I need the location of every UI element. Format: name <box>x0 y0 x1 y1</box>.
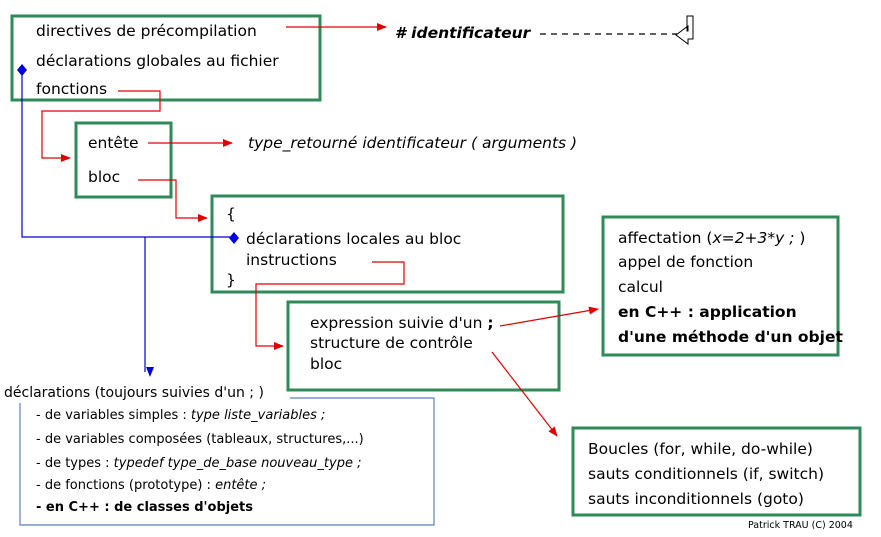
decl-types: - de types : typedef type_de_base nouvea… <box>36 454 361 474</box>
locals-label: déclarations locales au bloc <box>246 230 462 248</box>
decl-functions: - de fonctions (prototype) : entête ; <box>36 476 266 496</box>
open-brace: { <box>226 205 236 223</box>
assignment-close: ) <box>799 229 806 247</box>
decl-types-syntax: typedef type_de_base nouveau_type ; <box>113 456 362 471</box>
header-label: entête <box>88 134 139 152</box>
signature-label: type_retourné identificateur ( arguments… <box>248 134 578 152</box>
declarations-title: déclarations (toujours suivies d'un ; ) <box>4 385 264 401</box>
close-brace: } <box>226 271 236 289</box>
block-label: bloc <box>88 168 121 186</box>
instructions-label: instructions <box>246 251 337 269</box>
decl-simple-syntax: type liste_variables ; <box>190 408 326 423</box>
arrow-control-to-control-box <box>491 351 558 437</box>
instruction-block-label: bloc <box>310 355 343 373</box>
semicolon-mark: ; <box>487 314 494 332</box>
cpp-method-line1: en C++ : application <box>618 303 797 321</box>
cond-label: sauts conditionnels (if, switch) <box>588 465 825 483</box>
calc-label: calcul <box>618 278 663 296</box>
assignment-text: affectation ( <box>618 229 713 247</box>
assignment-label: affectation (x=2+3*y ; ) <box>618 228 805 248</box>
functions-label: fonctions <box>36 80 108 98</box>
directives-label: directives de précompilation <box>36 22 257 40</box>
decl-simple: - de variables simples : type liste_vari… <box>36 406 325 426</box>
arrow-expression-to-expression-box <box>499 306 599 327</box>
decl-simple-label: - de variables simples : <box>36 408 191 423</box>
identifier-label: # identificateur <box>395 24 531 42</box>
decl-composed: - de variables composées (tableaux, stru… <box>36 432 364 447</box>
credit-text: Patrick TRAU (C) 2004 <box>748 520 853 531</box>
decl-types-label: - de types : <box>36 456 114 471</box>
diamond-icon-globals <box>17 64 27 76</box>
expression-label: expression suivie d'un ; <box>310 313 494 333</box>
decl-functions-syntax: entête ; <box>215 478 267 493</box>
globals-label: déclarations globales au fichier <box>36 52 279 70</box>
diamond-icon-locals <box>229 232 239 244</box>
loops-label: Boucles (for, while, do-while) <box>588 440 813 458</box>
arrow-block-to-block-box <box>138 179 208 222</box>
expression-text: expression suivie d'un <box>310 314 483 332</box>
call-label: appel de fonction <box>618 253 754 271</box>
assignment-example: x=2+3*y ; <box>712 229 795 247</box>
uncond-label: sauts inconditionnels (goto) <box>588 490 804 508</box>
decl-functions-label: - de fonctions (prototype) : <box>36 478 216 493</box>
decl-classes: - en C++ : de classes d'objets <box>36 500 253 515</box>
return-arrow-icon <box>675 15 694 45</box>
cpp-method-line2: d'une méthode d'un objet <box>618 328 843 346</box>
control-structure-label: structure de contrôle <box>310 334 473 352</box>
